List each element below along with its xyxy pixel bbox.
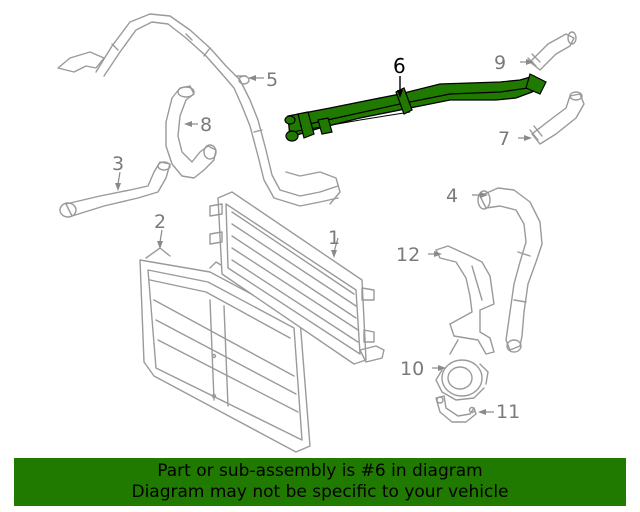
callout-4: 4 [446, 185, 458, 207]
banner-line-1: Part or sub-assembly is #6 in diagram [157, 461, 483, 481]
part-11-strap [435, 395, 477, 423]
callout-2: 2 [154, 211, 166, 233]
part-10-pump [435, 359, 489, 401]
part-3-hose [59, 161, 171, 218]
callout-9: 9 [494, 52, 506, 74]
banner-line-2: Diagram may not be specific to your vehi… [131, 482, 509, 502]
part-12-bracket [435, 245, 495, 355]
callout-leaders [115, 59, 534, 415]
callout-7: 7 [498, 128, 510, 150]
callout-5: 5 [266, 69, 278, 91]
info-banner: Part or sub-assembly is #6 in diagram Di… [14, 458, 626, 506]
callout-8: 8 [200, 114, 212, 136]
callout-12: 12 [396, 244, 420, 266]
part-7-hose [529, 91, 585, 145]
part-9-hose [527, 31, 577, 71]
part-1-radiator [209, 191, 385, 365]
callout-10: 10 [400, 358, 424, 380]
callout-11: 11 [496, 401, 520, 423]
part-8-hose [165, 85, 217, 179]
part-4-lower-hose [477, 187, 543, 353]
callout-1: 1 [328, 227, 340, 249]
part-5-upper-hose [57, 13, 341, 207]
callout-6: 6 [393, 54, 406, 78]
callout-3: 3 [112, 153, 124, 175]
